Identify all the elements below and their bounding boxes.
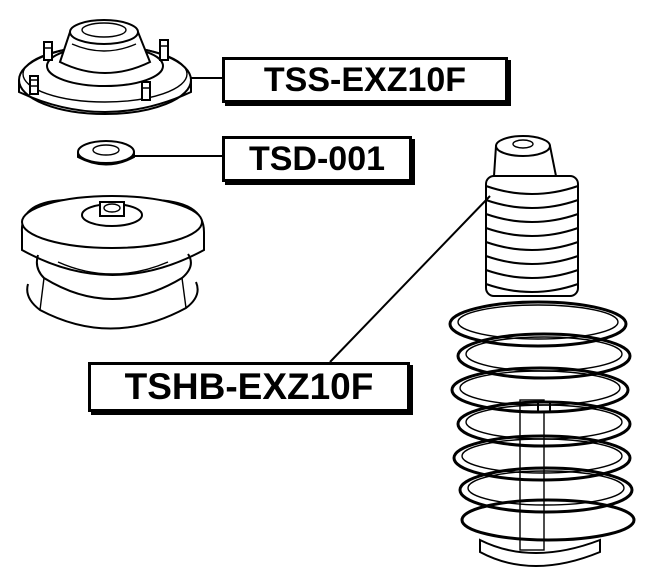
part-label-bearing: TSD-001 xyxy=(222,136,412,182)
spring-seat-illustration xyxy=(20,195,205,330)
part-label-strut-mount: TSS-EXZ10F xyxy=(222,57,508,103)
coil-spring-illustration xyxy=(448,300,636,567)
part-label-bump-stop-boot: TSHB-EXZ10F xyxy=(88,362,410,412)
strut-mount-illustration xyxy=(18,19,192,115)
bump-stop-boot-illustration xyxy=(485,135,579,297)
bearing-illustration xyxy=(77,140,135,166)
part-number-text: TSS-EXZ10F xyxy=(263,60,467,99)
leader-line-boot xyxy=(329,195,491,363)
part-number-text: TSHB-EXZ10F xyxy=(124,366,374,407)
part-number-text: TSD-001 xyxy=(248,139,386,178)
